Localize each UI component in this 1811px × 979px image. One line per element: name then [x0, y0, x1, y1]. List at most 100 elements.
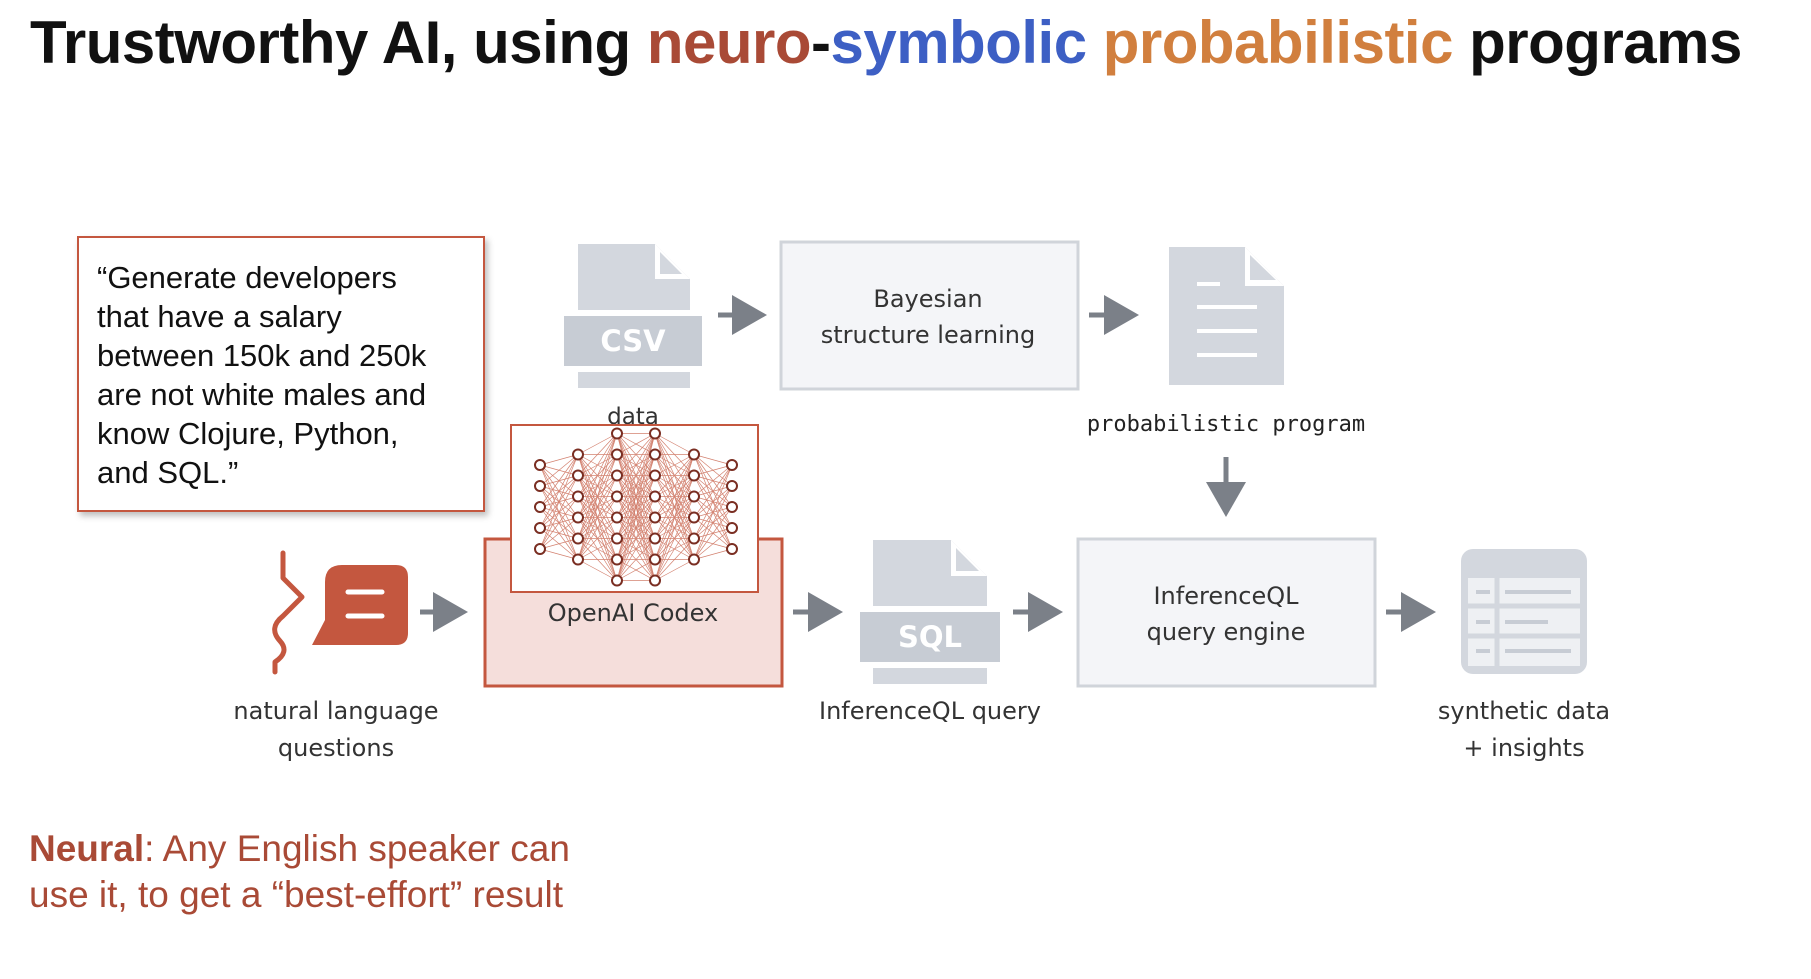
quote-line: between 150k and 250k — [97, 338, 427, 373]
quote-line: that have a salary — [97, 299, 342, 334]
csv-badge: CSV — [600, 324, 666, 358]
bayesian-line1: Bayesian — [873, 285, 982, 313]
nn-edge — [616, 433, 656, 497]
nn-node — [534, 501, 546, 513]
nn-edge — [654, 433, 695, 455]
nn-node — [611, 532, 623, 545]
nn-edge — [693, 464, 733, 476]
nn-edge — [693, 548, 733, 560]
nn-edge — [616, 454, 656, 581]
nn-edge — [577, 517, 618, 560]
nn-edge — [654, 559, 695, 581]
neural-note-text: : Any English speaker can use it, to get… — [29, 828, 570, 915]
nn-edge — [577, 433, 618, 455]
title-neuro: neuro — [646, 9, 812, 76]
nn-edge — [539, 454, 579, 466]
nn-edge — [577, 475, 618, 560]
nn-node — [534, 459, 546, 471]
table-icon — [1461, 549, 1587, 674]
sql-file-icon: SQL — [860, 540, 1000, 684]
nn-edge — [616, 433, 656, 560]
nn-edge — [693, 464, 733, 560]
example-prompt-box: “Generate developers that have a salary … — [77, 236, 485, 512]
nn-edge — [539, 454, 579, 487]
nn-node — [649, 532, 661, 545]
nn-edge — [577, 538, 618, 560]
nn-edge — [654, 454, 695, 476]
slide-title: Trustworthy AI, using neuro-symbolic pro… — [30, 8, 1742, 77]
nn-edge — [693, 464, 733, 539]
neural-network-icon — [510, 424, 759, 593]
nn-node — [726, 501, 738, 513]
nn-node — [611, 469, 623, 482]
bayesian-line2: structure learning — [821, 321, 1035, 349]
iql-query-label: InferenceQL query — [819, 697, 1041, 725]
sql-badge: SQL — [898, 620, 962, 654]
nn-node — [572, 448, 584, 461]
quote-line: and SQL.” — [97, 455, 239, 490]
nn-node — [688, 553, 700, 566]
nn-edge — [577, 433, 618, 476]
nl-line1: natural language — [233, 697, 438, 725]
synth-line2: + insights — [1463, 734, 1584, 762]
nn-edge — [616, 538, 656, 581]
nn-node — [688, 448, 700, 461]
nn-node — [572, 511, 584, 524]
title-suffix: programs — [1469, 9, 1742, 76]
quote-line: “Generate developers — [97, 260, 397, 295]
nl-line2: questions — [278, 734, 394, 762]
nn-edge — [577, 454, 618, 560]
codex-label: OpenAI Codex — [548, 599, 718, 627]
nn-node — [572, 469, 584, 482]
nn-edge — [616, 433, 656, 518]
nn-edge — [654, 454, 695, 560]
nn-edge — [539, 538, 579, 550]
nn-edge — [654, 496, 695, 581]
nn-edge — [539, 475, 579, 550]
nn-edge — [693, 464, 733, 497]
nn-edge — [654, 454, 695, 497]
nn-edge — [616, 475, 656, 581]
nn-edge — [654, 475, 695, 581]
quote-line: know Clojure, Python, — [97, 416, 399, 451]
nn-edge — [539, 454, 579, 529]
nn-node — [611, 448, 623, 461]
title-dash: - — [810, 9, 831, 76]
nn-node — [649, 469, 661, 482]
nn-node — [611, 427, 623, 440]
nn-node — [572, 553, 584, 566]
nn-node — [726, 459, 738, 471]
nn-node — [649, 553, 661, 566]
nn-edge — [693, 454, 733, 466]
nn-edge — [654, 454, 695, 518]
nn-edge — [616, 559, 656, 581]
bayesian-box — [779, 240, 1080, 391]
neural-note: Neural: Any English speaker can use it, … — [29, 826, 589, 918]
nn-edge — [654, 454, 695, 539]
nn-node — [572, 490, 584, 503]
nn-edge — [693, 527, 733, 560]
prob-program-label: probabilistic program — [1087, 412, 1365, 437]
nn-edge — [654, 454, 695, 581]
nn-node — [534, 543, 546, 555]
speech-bubble-icon — [272, 550, 408, 675]
nn-edge — [654, 538, 695, 581]
nn-node — [726, 522, 738, 534]
title-prefix: Trustworthy AI, using — [30, 9, 647, 76]
nn-edge — [577, 496, 618, 560]
nn-edge — [577, 433, 618, 539]
nn-edge — [693, 485, 733, 560]
nn-node — [611, 553, 623, 566]
quote-line: are not white males and — [97, 377, 427, 412]
neural-note-bold: Neural — [29, 828, 145, 869]
nn-node — [726, 543, 738, 555]
nn-node — [688, 490, 700, 503]
nn-node — [534, 522, 546, 534]
nn-edge — [693, 464, 733, 518]
nn-edge — [539, 454, 579, 508]
nn-edge — [616, 517, 656, 581]
nn-node — [688, 469, 700, 482]
nn-node — [611, 574, 623, 587]
nn-edge — [616, 433, 656, 455]
nn-edge — [577, 433, 618, 497]
